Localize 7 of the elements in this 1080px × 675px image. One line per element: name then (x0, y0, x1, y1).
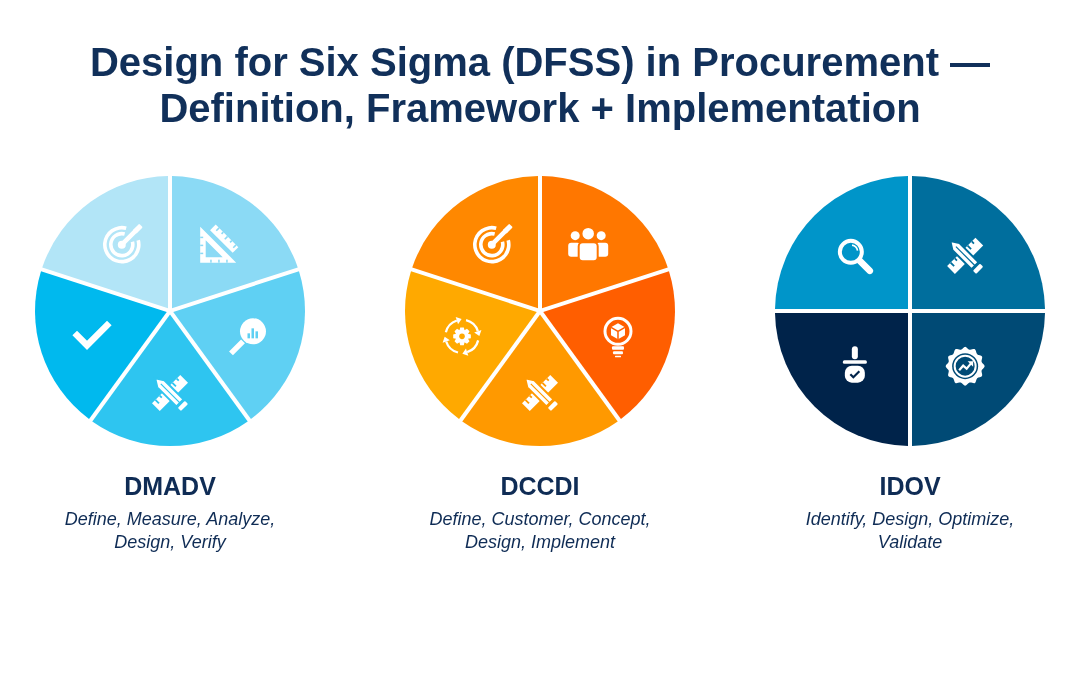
heading: DCCDI (500, 471, 580, 501)
description-text: Define, Measure, Analyze, Design, Verify (63, 508, 277, 554)
description-text: Identify, Design, Optimize, Validate (804, 508, 1016, 554)
title: Design for Six Sigma (DFSS) in Procurement — Definition, Framework + Implementation (88, 39, 992, 131)
description-text: Define, Customer, Concept, Design, Implement (428, 508, 652, 554)
heading: DMADV (124, 471, 216, 501)
heading: IDOV (879, 471, 941, 501)
